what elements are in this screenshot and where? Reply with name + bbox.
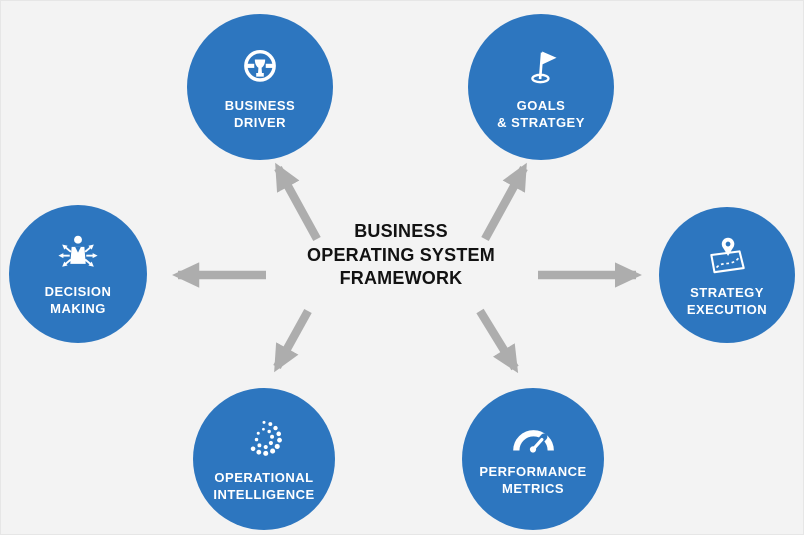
arrow-to-performance-metrics	[476, 308, 519, 374]
node-label-line1: OPERATIONAL	[214, 469, 314, 485]
node-label-line1: PERFORMANCE	[479, 463, 587, 479]
dots-cluster-icon	[241, 416, 287, 462]
steering-wheel-icon	[237, 44, 283, 90]
node-label-line2: METRICS	[502, 480, 564, 496]
node-label-line1: GOALS	[516, 97, 566, 113]
node-label-line2: & STRATGEY	[497, 114, 585, 130]
node-label-line1: STRATEGY	[690, 284, 764, 300]
golf-flag-icon	[518, 44, 564, 90]
diagram-title: BUSINESS OPERATING SYSTEM FRAMEWORK	[271, 220, 531, 291]
node-performance-metrics: PERFORMANCE METRICS	[462, 388, 604, 530]
node-business-driver: BUSINESS DRIVER	[187, 14, 333, 160]
arrow-to-operational-intelligence	[273, 308, 312, 373]
node-label-line1: BUSINESS	[224, 97, 296, 113]
node-label-line2: MAKING	[50, 300, 106, 316]
person-arrows-icon	[56, 232, 100, 276]
node-operational-intelligence: OPERATIONAL INTELLIGENCE	[193, 388, 335, 530]
gauge-icon	[509, 422, 557, 456]
title-line-3: FRAMEWORK	[339, 268, 463, 288]
title-line-1: BUSINESS	[354, 221, 448, 241]
node-goals-strategy: GOALS & STRATGEY	[468, 14, 614, 160]
map-pin-icon	[703, 233, 751, 277]
node-decision-making: DECISION MAKING	[9, 205, 147, 343]
node-label-line1: DECISION	[44, 283, 112, 299]
node-strategy-execution: STRATEGY EXECUTION	[659, 207, 795, 343]
title-line-2: OPERATING SYSTEM	[307, 244, 495, 265]
node-label-line2: INTELLIGENCE	[213, 486, 315, 502]
node-label-line2: EXECUTION	[686, 301, 768, 317]
node-label-line2: DRIVER	[233, 114, 287, 130]
